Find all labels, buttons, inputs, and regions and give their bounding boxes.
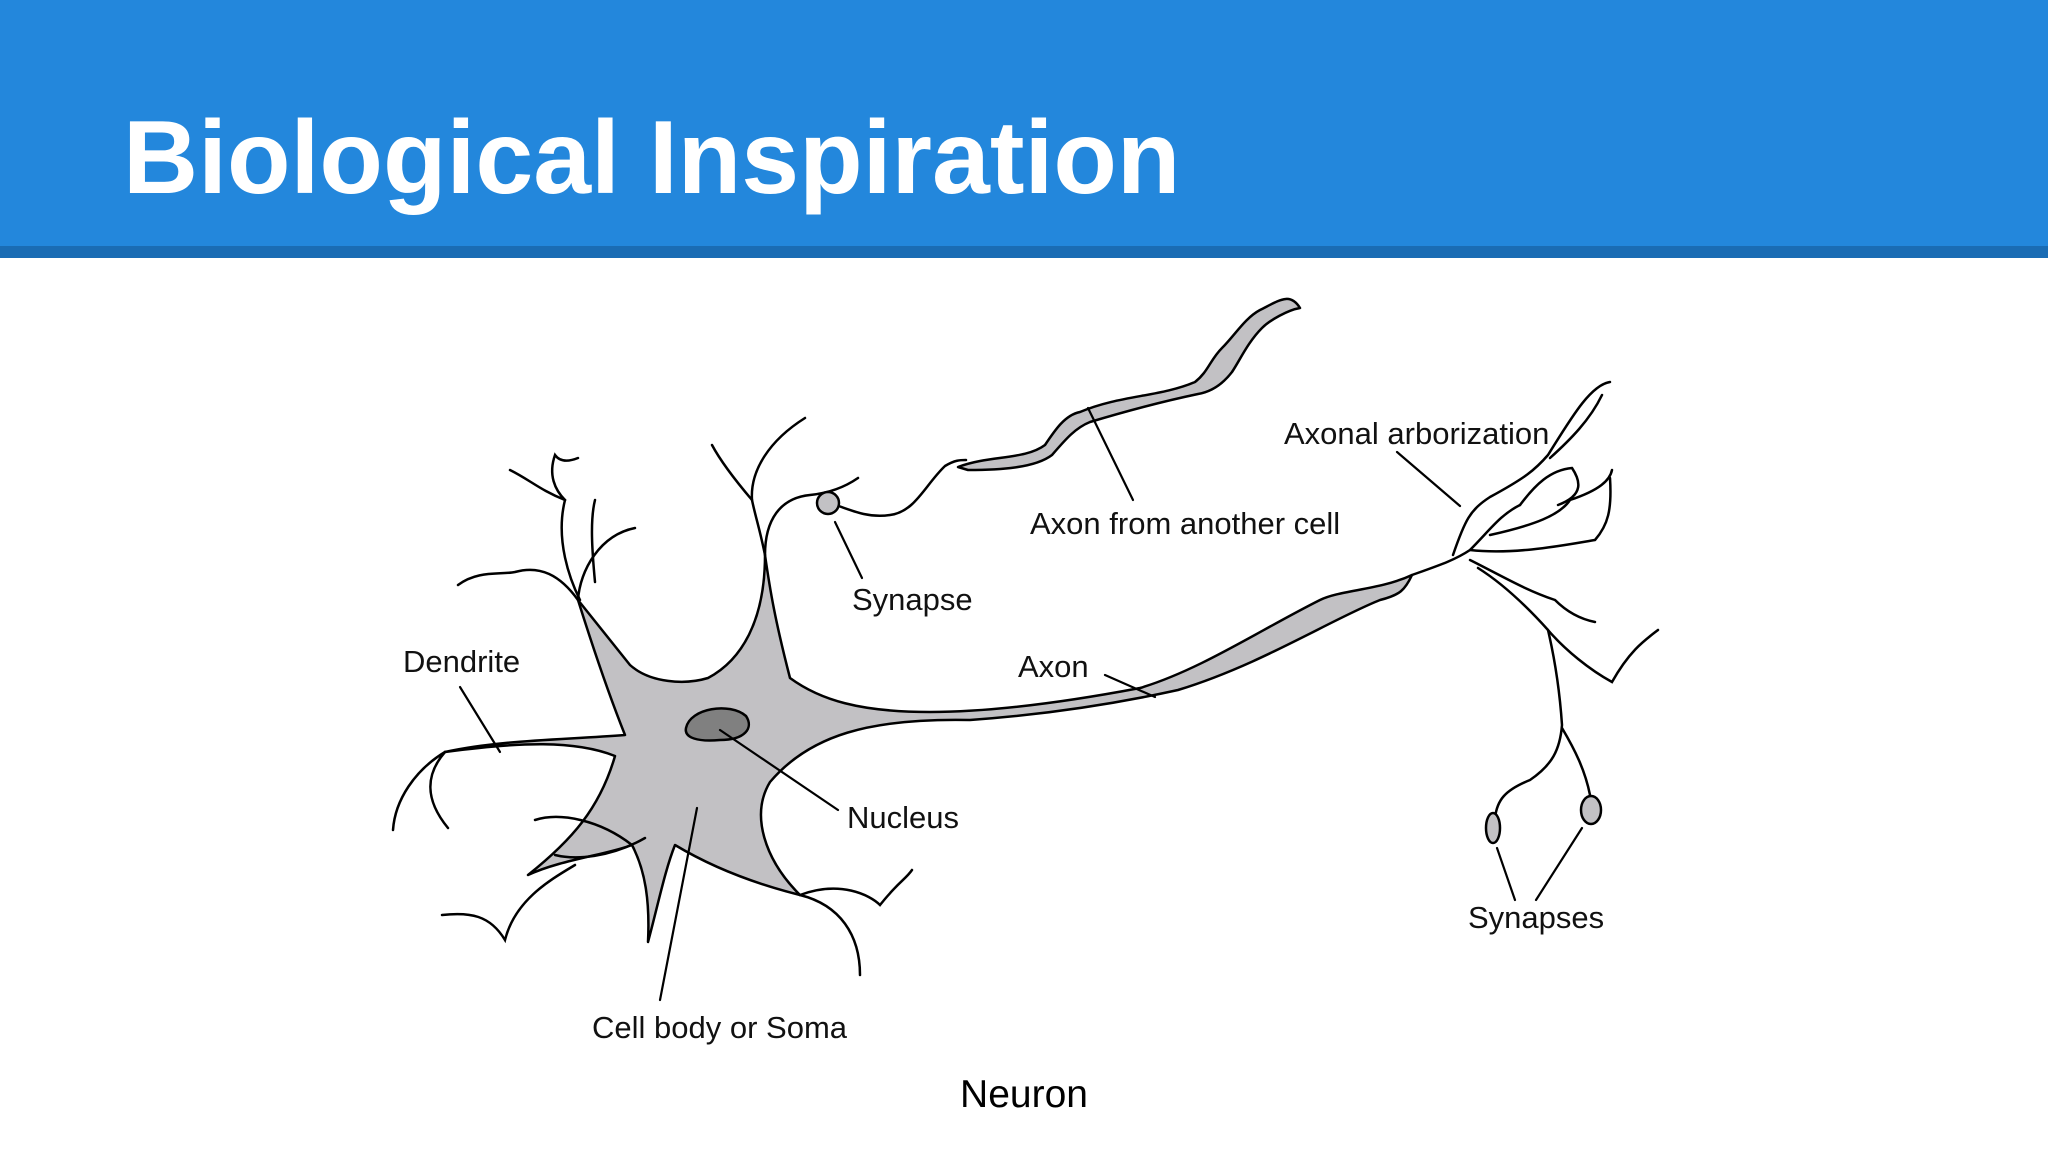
label-axon: Axon bbox=[1018, 649, 1089, 684]
leader-lines bbox=[458, 406, 1584, 1002]
slide-title: Biological Inspiration bbox=[123, 100, 1181, 216]
synapse-bulb-left bbox=[1484, 811, 1502, 845]
label-cell-body: Cell body or Soma bbox=[592, 1010, 848, 1045]
label-synapses: Synapses bbox=[1468, 900, 1604, 935]
synapse-bulb bbox=[815, 490, 841, 516]
nucleus-shape bbox=[684, 707, 751, 742]
incoming-axon-thin bbox=[834, 458, 968, 517]
label-axonal-arborization: Axonal arborization bbox=[1284, 416, 1549, 451]
synapse-bulb-right bbox=[1579, 794, 1603, 826]
diagram-caption: Neuron bbox=[960, 1073, 1088, 1116]
label-nucleus: Nucleus bbox=[847, 800, 959, 835]
header-divider bbox=[0, 246, 2048, 258]
slide-header bbox=[0, 0, 2048, 246]
label-axon-from-another-cell: Axon from another cell bbox=[1030, 506, 1340, 541]
dendrite-branches bbox=[391, 416, 914, 977]
label-dendrite: Dendrite bbox=[403, 644, 520, 679]
axon-from-another-cell-shape bbox=[956, 297, 1302, 472]
label-synapse: Synapse bbox=[852, 582, 973, 617]
axonal-arborization-branches bbox=[1410, 380, 1660, 820]
cell-body-shape bbox=[443, 553, 1414, 944]
